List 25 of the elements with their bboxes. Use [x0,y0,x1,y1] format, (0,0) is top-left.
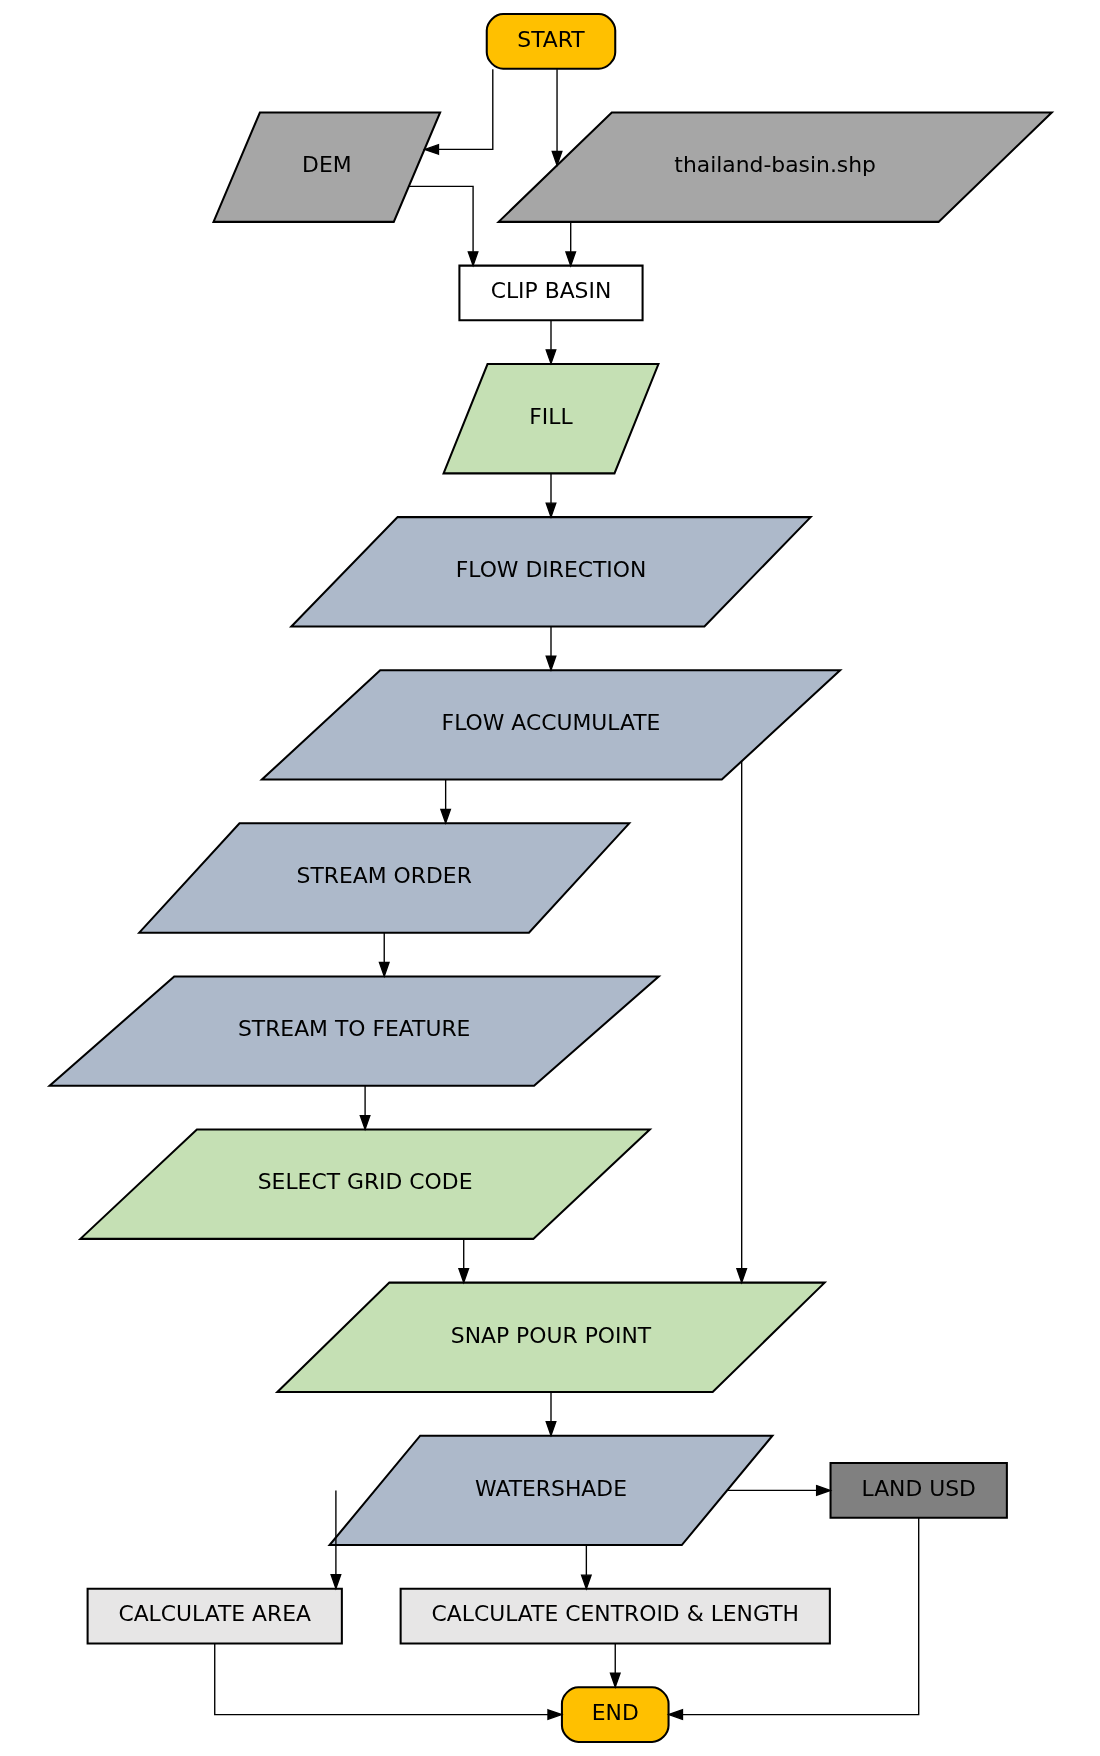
arrow [544,625,557,672]
arrow [564,221,576,268]
arrow [544,1391,557,1438]
arrow [550,68,563,168]
arrow [544,320,557,366]
arrow [666,1517,919,1721]
node-box: LAND USD [829,1462,1008,1519]
arrow [544,472,557,519]
node-box: CALCULATE AREA [86,1587,343,1645]
arrow [329,1489,342,1591]
arrow [609,1642,621,1690]
node-box: START [485,13,616,70]
arrow [726,1484,832,1497]
node-box: END [560,1686,670,1743]
arrow [378,932,390,979]
arrow [407,185,479,268]
node-box: CLIP BASIN [457,264,644,322]
arrow [735,760,747,1285]
arrow [422,68,493,156]
arrow [439,779,451,826]
arrow [580,1544,592,1591]
arrow [213,1642,564,1721]
node-box: CALCULATE CENTROID & LENGTH [399,1587,831,1645]
arrow [457,1238,469,1285]
arrow [358,1085,371,1132]
